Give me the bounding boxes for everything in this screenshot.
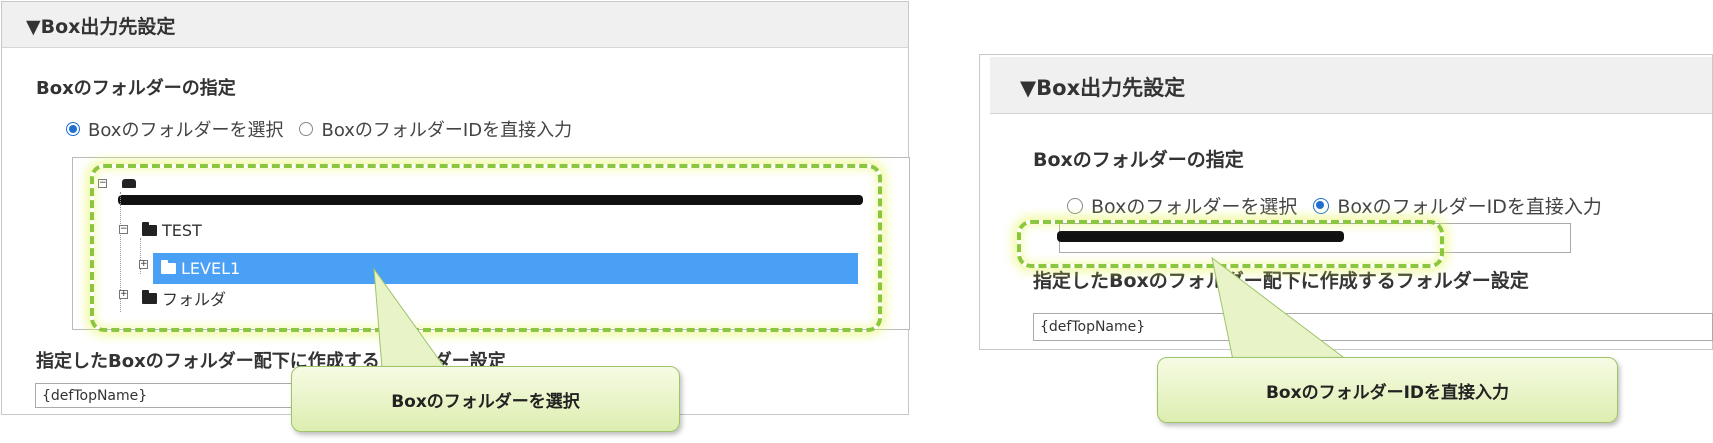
tree-node-level1-label: LEVEL1 — [181, 259, 241, 278]
left-radio-select[interactable] — [66, 122, 80, 136]
root-account-redacted — [118, 195, 863, 205]
folder-icon — [161, 260, 176, 274]
tree-node-test[interactable]: TEST — [142, 221, 202, 240]
left-callout-text: Boxのフォルダーを選択 — [391, 391, 580, 412]
left-panel-header[interactable]: ▼Box出力先設定 — [2, 2, 908, 48]
right-folder-spec-label: Boxのフォルダーの指定 — [1033, 149, 1244, 171]
right-panel-header[interactable]: ▼Box出力先設定 — [990, 57, 1712, 114]
right-radio-direct-label[interactable]: BoxのフォルダーIDを直接入力 — [1337, 196, 1602, 218]
folder-icon — [142, 289, 157, 304]
right-folder-id-redacted — [1057, 231, 1344, 242]
folder-expand-toggle[interactable]: + — [119, 289, 128, 299]
right-settings-panel: ▼Box出力先設定 Boxのフォルダーの指定 Boxのフォルダーを選択 Boxの… — [979, 54, 1713, 350]
right-callout-text: BoxのフォルダーIDを直接入力 — [1265, 382, 1510, 403]
left-tree-highlight — [90, 164, 882, 332]
right-radio-select-label[interactable]: Boxのフォルダーを選択 — [1091, 196, 1298, 218]
tree-node-level1-selected[interactable] — [153, 253, 858, 284]
tree-node-level1[interactable]: LEVEL1 — [161, 254, 240, 283]
right-callout: BoxのフォルダーIDを直接入力 — [1157, 357, 1618, 423]
left-radio-select-label[interactable]: Boxのフォルダーを選択 — [88, 120, 284, 141]
left-radio-direct-label[interactable]: BoxのフォルダーIDを直接入力 — [321, 120, 573, 141]
right-subfolder-name-input[interactable] — [1033, 313, 1713, 341]
left-folder-spec-label: Boxのフォルダーの指定 — [36, 78, 236, 99]
right-id-highlight — [1017, 220, 1444, 268]
right-subfolder-setting-label: 指定したBoxのフォルダー配下に作成するフォルダー設定 — [1033, 270, 1529, 292]
tree-node-test-label: TEST — [162, 221, 202, 240]
test-collapse-toggle[interactable]: − — [119, 224, 128, 234]
root-collapse-toggle[interactable]: − — [98, 178, 107, 188]
left-callout: Boxのフォルダーを選択 — [291, 366, 680, 432]
right-radio-group: Boxのフォルダーを選択 BoxのフォルダーIDを直接入力 — [1067, 192, 1602, 219]
left-radio-group: Boxのフォルダーを選択 BoxのフォルダーIDを直接入力 — [66, 116, 572, 142]
right-radio-select[interactable] — [1067, 197, 1083, 214]
right-radio-direct[interactable] — [1313, 197, 1330, 214]
tree-node-folder[interactable]: フォルダ — [142, 286, 226, 310]
left-settings-panel: ▼Box出力先設定 Boxのフォルダーの指定 Boxのフォルダーを選択 Boxの… — [1, 1, 910, 415]
folder-icon — [142, 222, 157, 236]
server-icon — [122, 179, 136, 188]
tree-node-folder-label: フォルダ — [162, 290, 227, 309]
left-radio-direct[interactable] — [299, 122, 314, 136]
level1-expand-toggle[interactable]: + — [139, 259, 148, 269]
